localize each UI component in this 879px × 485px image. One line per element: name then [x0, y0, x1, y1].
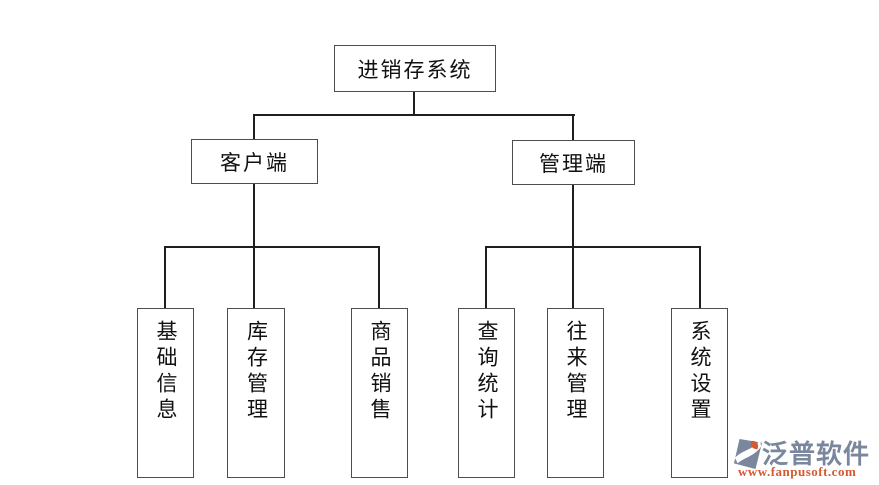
node-label: 查询统计 [475, 320, 499, 424]
connector-root-down [413, 92, 415, 116]
fanpu-logo-icon [733, 439, 763, 469]
node-inventory-management: 库存管理 [227, 308, 285, 478]
node-admin-side: 管理端 [512, 140, 635, 185]
node-system-root: 进销存系统 [334, 45, 496, 92]
connector-admin-stub [572, 114, 574, 141]
node-label: 客户端 [220, 150, 289, 175]
node-basic-info: 基础信息 [137, 308, 194, 478]
node-label: 库存管理 [244, 320, 269, 424]
node-contacts-management: 往来管理 [547, 308, 604, 478]
connector-client-stub [253, 114, 255, 140]
node-label: 管理端 [539, 151, 608, 176]
node-label: 商品销售 [368, 320, 392, 424]
watermark-url-text: www.fanpusoft.com [738, 464, 857, 479]
connector-leaf4-stub [485, 246, 487, 308]
node-product-sales: 商品销售 [351, 308, 408, 478]
node-system-settings: 系统设置 [671, 308, 728, 478]
connector-leaf1-stub [164, 246, 166, 308]
connector-admin-horizontal [485, 246, 701, 248]
connector-leaf3-stub [378, 246, 380, 308]
connector-leaf6-stub [699, 246, 701, 308]
node-label: 系统设置 [688, 320, 712, 424]
node-client-side: 客户端 [191, 139, 318, 184]
node-label: 往来管理 [564, 320, 588, 424]
node-label: 基础信息 [154, 320, 178, 424]
fanpu-watermark: 泛普软件 www.fanpusoft.com [731, 436, 877, 482]
node-label: 进销存系统 [357, 57, 473, 82]
connector-client-down [253, 183, 255, 308]
watermark-brand-text: 泛普软件 [762, 439, 871, 469]
connector-client-horizontal [164, 246, 380, 248]
node-query-statistics: 查询统计 [458, 308, 515, 478]
connector-top-horizontal [253, 114, 575, 116]
